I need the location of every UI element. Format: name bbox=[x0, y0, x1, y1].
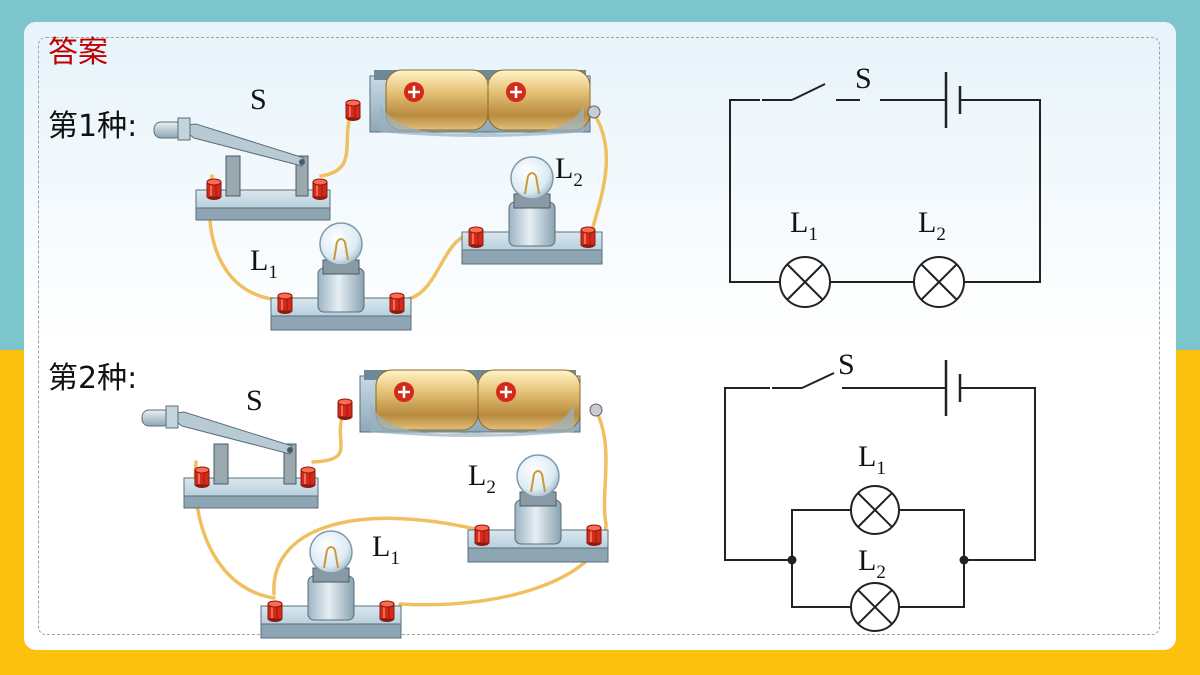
variant-2-label: 第2种: bbox=[48, 361, 138, 396]
variant-1-lamp2-label: L2 bbox=[555, 152, 583, 191]
variant-1-switch-label: S bbox=[250, 83, 267, 116]
junction-node bbox=[787, 555, 797, 565]
junction-node bbox=[959, 555, 969, 565]
variant-2-knife-switch bbox=[142, 406, 318, 508]
variant-2-schematic bbox=[724, 360, 1036, 632]
circuit-lamp-symbol bbox=[850, 582, 900, 632]
variant-1-knife-switch bbox=[154, 118, 330, 220]
variant-1-schematic bbox=[729, 72, 1041, 308]
circuit-lamp-symbol bbox=[913, 256, 965, 308]
variant-1-lamp-L1 bbox=[271, 223, 411, 330]
variant-2-switch-label: S bbox=[246, 384, 263, 417]
dashed-frame bbox=[38, 37, 1160, 635]
variant-1-schematic-switch-label: S bbox=[855, 62, 872, 95]
variant-1-lamp1-label: L1 bbox=[250, 244, 278, 283]
variant-2-lamp1-label: L1 bbox=[372, 530, 400, 569]
variant-1-label: 第1种: bbox=[48, 109, 138, 144]
variant-2-schematic-lamp1-label: L1 bbox=[858, 440, 886, 479]
variant-2-battery bbox=[337, 368, 603, 439]
circuit-lamp-symbol bbox=[850, 485, 900, 535]
variant-2-schematic-lamp2-label: L2 bbox=[858, 544, 886, 583]
answer-title: 答案 bbox=[48, 35, 108, 70]
variant-2-lamp-L2 bbox=[468, 455, 608, 562]
variant-1-schematic-lamp2-label: L2 bbox=[918, 206, 946, 245]
circuit-lamp-symbol bbox=[779, 256, 831, 308]
variant-1-battery bbox=[345, 68, 601, 139]
variant-2-lamp2-label: L2 bbox=[468, 459, 496, 498]
variant-2-schematic-switch-label: S bbox=[838, 348, 855, 381]
variant-1-schematic-lamp1-label: L1 bbox=[790, 206, 818, 245]
